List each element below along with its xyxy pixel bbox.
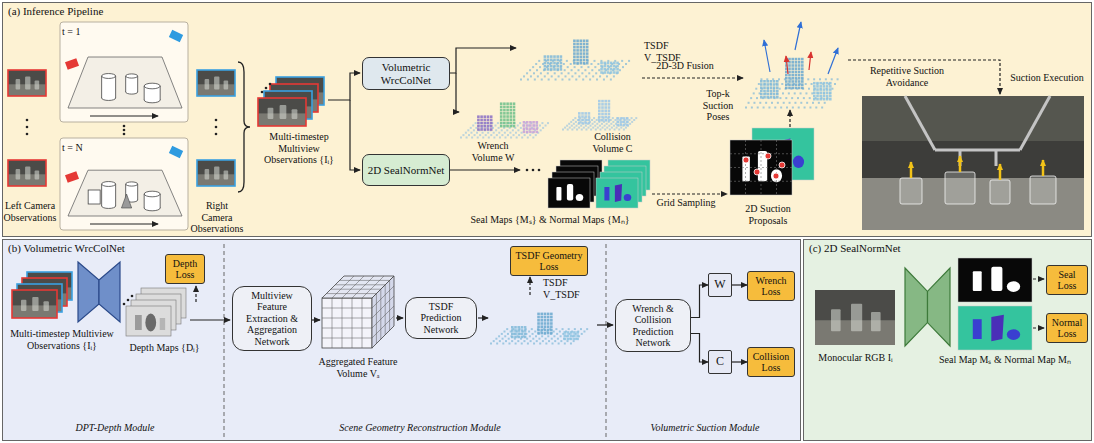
box-label: Collision Loss: [751, 351, 791, 374]
box-label: 2D SealNormNet: [368, 164, 445, 177]
box-label: Wrench Loss: [751, 275, 791, 298]
module-label: DPT-Depth Module: [30, 422, 200, 434]
panel-region: Volumetric WrcColNet 2D SealNormNet (a) In…: [2, 2, 1092, 237]
caption-label: Depth Maps {Dᵢ}: [122, 342, 207, 354]
caption-label: Grid Sampling: [650, 197, 722, 209]
panel-region: Depth LossMultiview Feature Extraction &…: [2, 239, 801, 441]
loss-box: Wrench Loss: [747, 271, 795, 301]
caption-label: Wrench Volume W: [468, 140, 518, 163]
caption-label: t = 1: [62, 26, 102, 38]
caption-label: Repetitive Suction Avoidance: [852, 65, 962, 88]
box-label: TSDF Prediction Network: [409, 301, 473, 336]
caption-label: Right Camera Observations: [190, 200, 244, 235]
loss-box: TSDF Geometry Loss: [510, 246, 588, 276]
caption-label: Top-k Suction Poses: [692, 88, 744, 123]
caption-label: 2D Suction Proposals: [728, 203, 808, 226]
box-label: Wrench & Collision Prediction Network: [619, 303, 687, 349]
caption-label: TSDF V_TSDF: [543, 277, 603, 300]
caption-label: Seal Map Mₛ & Normal Map Mₙ: [930, 354, 1080, 366]
box-label: W: [714, 278, 725, 292]
module-label: Volumetric Suction Module: [615, 422, 795, 434]
caption-label: Collision Volume C: [585, 131, 640, 154]
caption-label: Monocular RGB Iᵢ: [808, 352, 903, 364]
caption-label: TSDF V_TSDF: [644, 40, 704, 63]
caption-label: Multi-timestep Multiview Observations {I…: [6, 328, 118, 351]
box-label: Depth Loss: [169, 258, 201, 281]
caption-label: Multi-timestep Multiview Observations {I…: [254, 131, 344, 166]
process-box: TSDF Prediction Network: [405, 297, 477, 339]
box-label: Multiview Feature Extraction & Aggregati…: [236, 290, 308, 348]
panel-title: (c) 2D SealNormNet: [809, 242, 901, 255]
box-label: Normal Loss: [1050, 317, 1084, 340]
process-box: Wrench & Collision Prediction Network: [615, 299, 691, 352]
module-label: Scene Geometry Reconstruction Module: [270, 422, 570, 434]
panel-title: (a) Inference Pipeline: [8, 5, 103, 18]
caption-label: Aggregated Feature Volume Vₐ: [310, 356, 406, 379]
box-label: TSDF Geometry Loss: [514, 250, 584, 273]
caption-label: 2D-3D Fusion: [650, 60, 720, 72]
panel-region: Seal LossNormal Loss (c) 2D SealNormNet: [803, 239, 1092, 441]
process-box: Multiview Feature Extraction & Aggregati…: [232, 286, 312, 351]
process-box: W: [708, 273, 732, 297]
process-box: Volumetric WrcColNet: [362, 57, 450, 90]
box-label: C: [716, 355, 724, 369]
caption-label: Seal Maps {Mₛ} & Normal Maps {Mₙ}: [450, 214, 650, 226]
loss-box: Normal Loss: [1046, 313, 1088, 343]
loss-box: Collision Loss: [747, 347, 795, 377]
box-label: Seal Loss: [1050, 269, 1084, 292]
process-box: C: [708, 350, 732, 374]
panel-title: (b) Volumetric WrcColNet: [8, 242, 125, 255]
process-box: 2D SealNormNet: [362, 154, 450, 186]
caption-label: Left Camera Observations: [3, 200, 57, 223]
caption-label: t = N: [62, 142, 102, 154]
box-label: Volumetric WrcColNet: [366, 61, 446, 86]
caption-label: Suction Execution: [1006, 72, 1088, 84]
loss-box: Seal Loss: [1046, 265, 1088, 295]
loss-box: Depth Loss: [165, 254, 205, 284]
